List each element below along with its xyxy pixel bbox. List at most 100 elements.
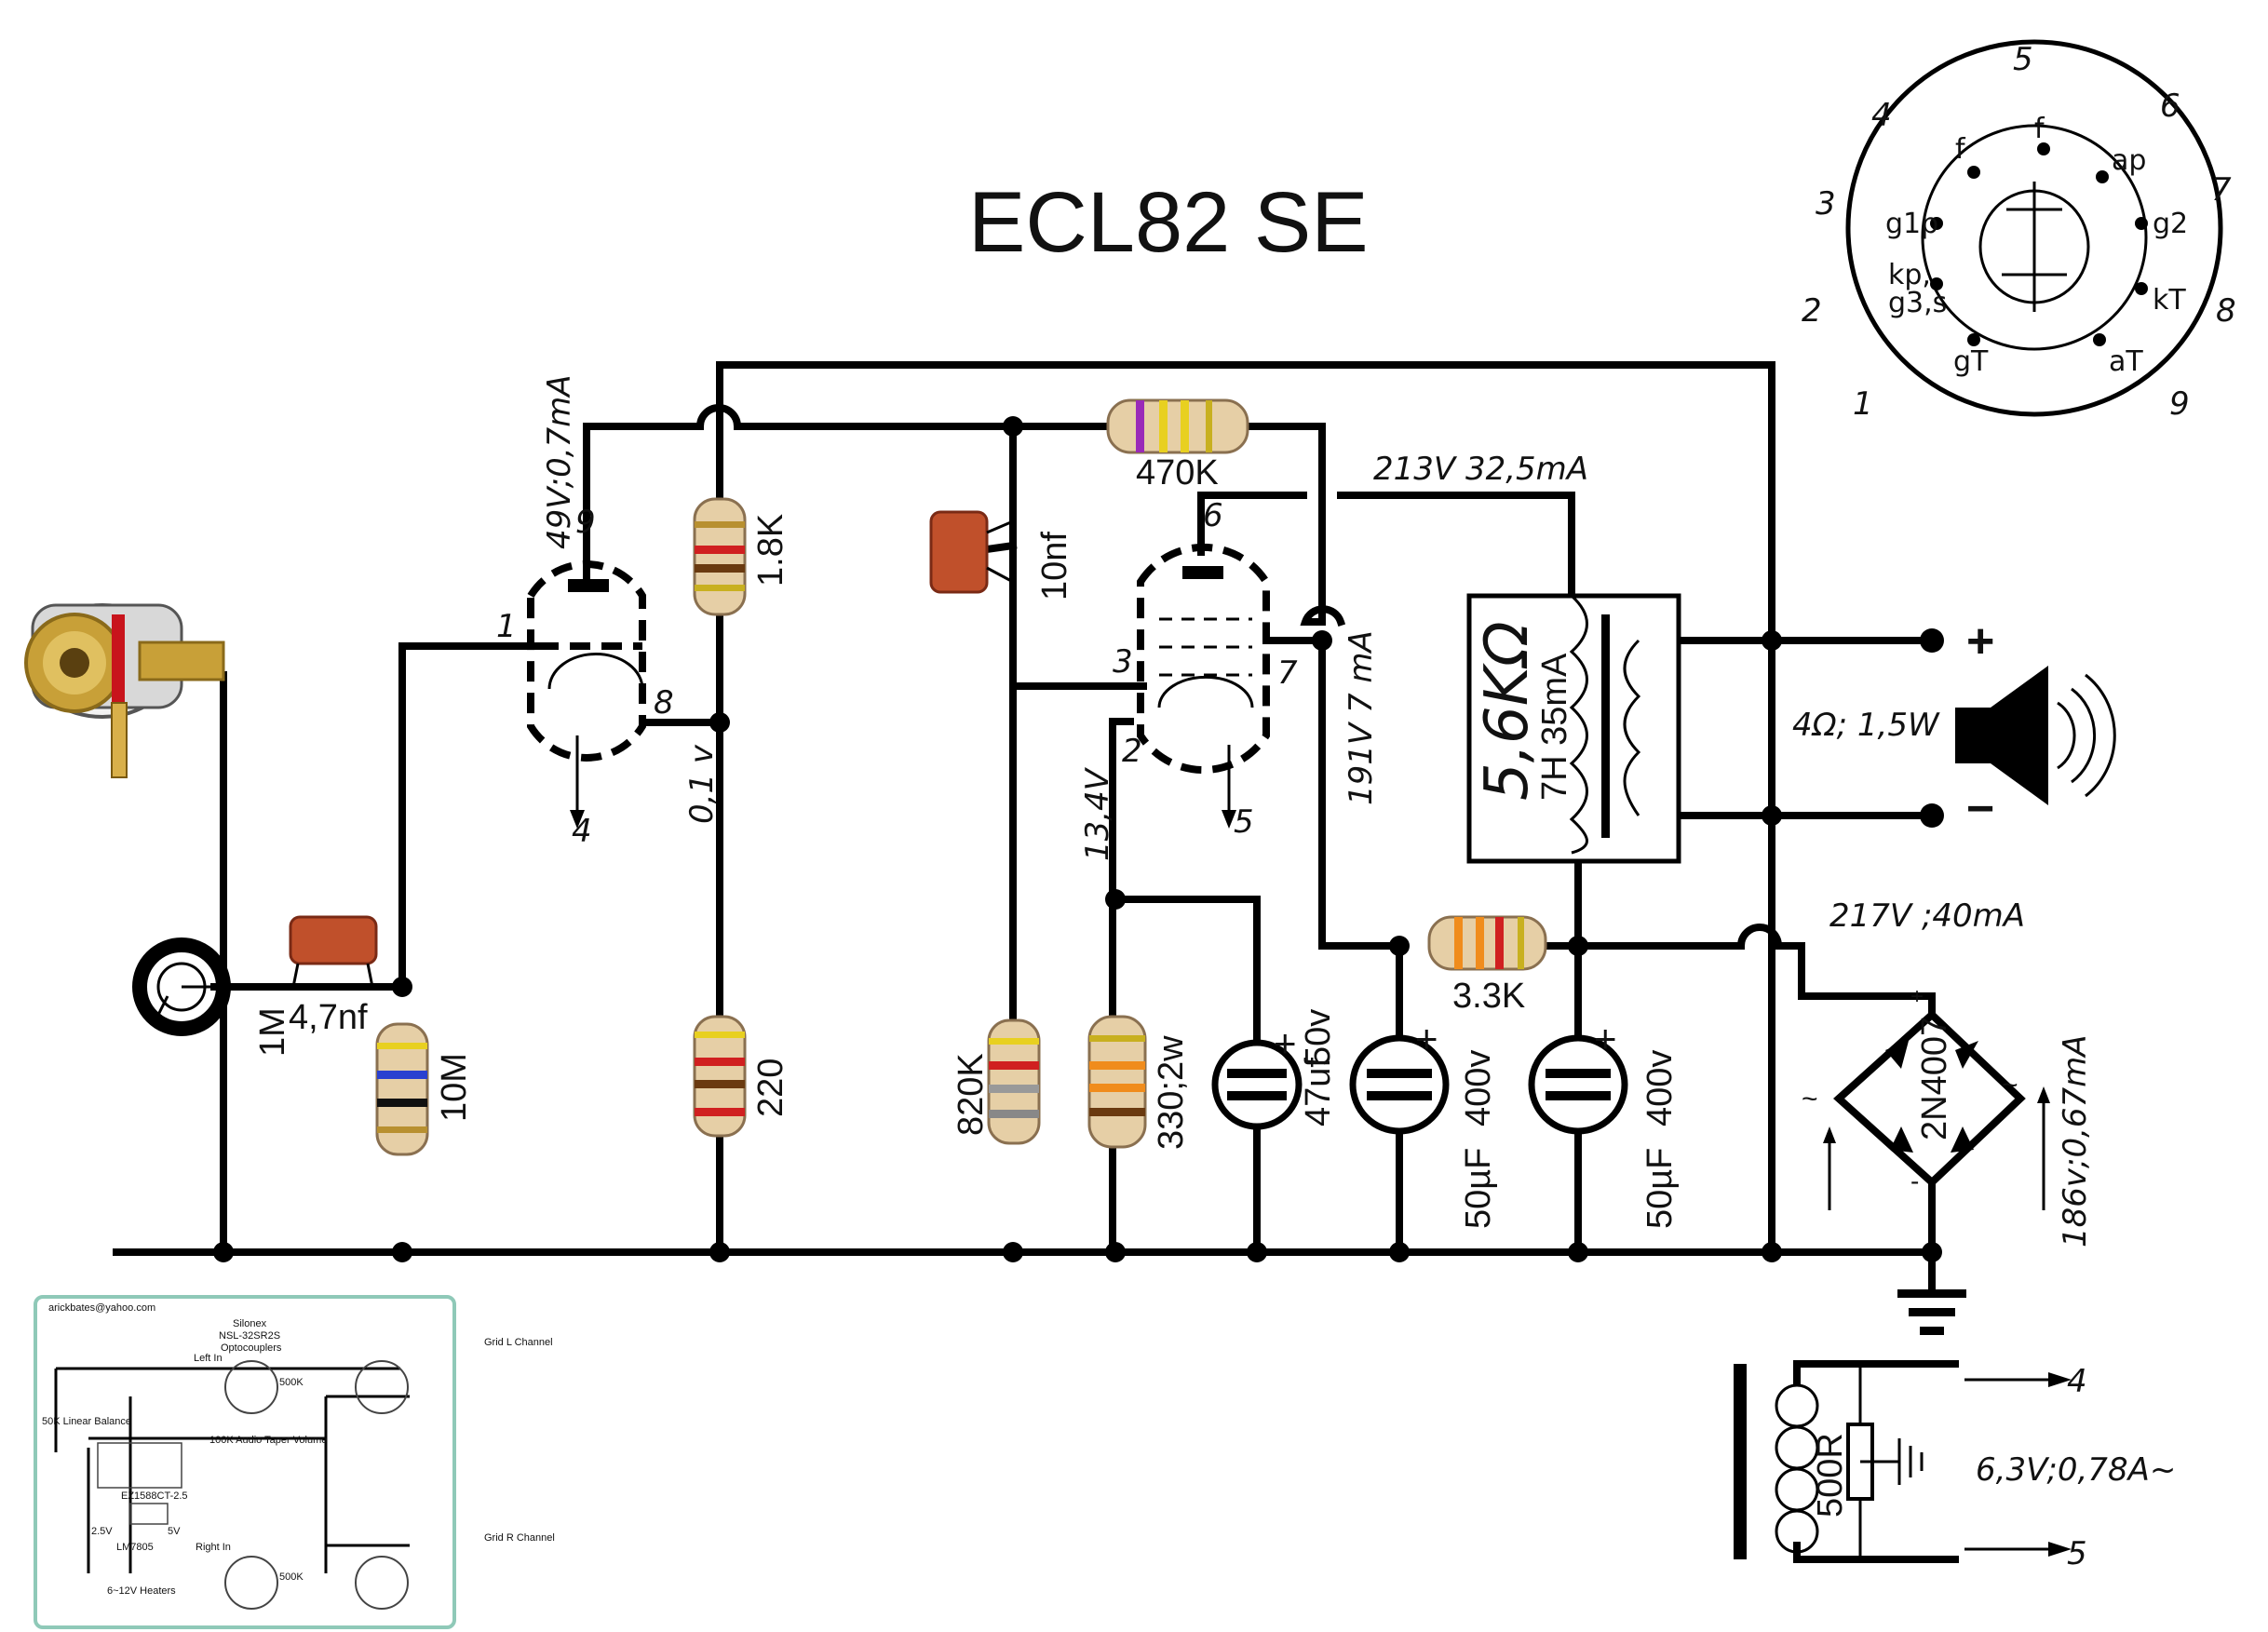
- label-r-3-3k: 3.3K: [1452, 977, 1525, 1016]
- label-heater-r: 500R: [1811, 1433, 1850, 1517]
- annot-triode-plate: 49V;0,7mA: [541, 374, 578, 549]
- resistor-220: [693, 1015, 747, 1138]
- triode-section: [527, 560, 646, 829]
- inset-r500k-b: 500K: [279, 1571, 304, 1583]
- label-r-220: 220: [751, 1059, 790, 1117]
- socket-pin-kp: kp,: [1888, 259, 1931, 291]
- junction-dots: [213, 416, 1942, 1262]
- socket-pin-kt: kT: [2153, 284, 2186, 317]
- resistor-3-3k: [1427, 915, 1547, 971]
- inset-reg: EZ1588CT-2.5: [121, 1490, 188, 1502]
- label-c-4-7nf: 4,7nf: [289, 998, 368, 1037]
- inset-r500k-a: 500K: [279, 1377, 304, 1388]
- inset-title-3: Optocouplers: [221, 1342, 282, 1354]
- label-r-10m: 10M: [435, 1053, 474, 1122]
- pentode-section: [1137, 543, 1270, 829]
- annot-bridge-in: 186v;0,67mA: [2057, 1034, 2094, 1248]
- pin-triode-plate: 9: [575, 504, 596, 541]
- inset-lm: LM7805: [116, 1542, 154, 1553]
- socket-num-9: 9: [2169, 385, 2190, 423]
- pin-triode-heater: 4: [572, 813, 592, 850]
- inset-title-1: Silonex: [233, 1318, 267, 1329]
- socket-pin-g3s: g3,s: [1888, 287, 1947, 319]
- socket-num-2: 2: [1802, 292, 1822, 330]
- label-r-330-2w: 330;2w: [1152, 1035, 1191, 1150]
- label-bridge-diode: 2N4007: [1915, 1017, 1954, 1140]
- pin-triode-grid: 1: [496, 608, 517, 645]
- cap-filter1-plus: +: [1415, 1017, 1438, 1060]
- cap-filter2-plus: +: [1594, 1017, 1617, 1060]
- socket-pin-g2: g2: [2153, 208, 2188, 240]
- socket-num-8: 8: [2216, 292, 2236, 330]
- output-transformer: [1466, 593, 1681, 864]
- label-xfmr-inductance: 7H 35mA: [1535, 653, 1574, 801]
- capacitor-filter-1: +: [1349, 1017, 1450, 1135]
- inset-optocoupler-schematic: [34, 1295, 456, 1629]
- label-c-filter2-a: 50µF: [1640, 1148, 1680, 1229]
- label-c-47uf-b: 50v: [1299, 1009, 1338, 1066]
- label-r-1m: 1M: [253, 1007, 292, 1057]
- pin-pentode-heater: 5: [1234, 803, 1254, 841]
- resistor-470k: [1106, 398, 1249, 454]
- socket-num-6: 6: [2160, 88, 2180, 125]
- pin-triode-cathode: 8: [654, 684, 674, 722]
- annot-pentode-cathode: 13,4V: [1079, 766, 1116, 861]
- inset-heaters: 6~12V Heaters: [107, 1585, 176, 1597]
- rca-input-jack[interactable]: [24, 603, 225, 778]
- label-speaker: 4Ω; 1,5W: [1792, 707, 1940, 744]
- pin-pentode-screen: 7: [1277, 654, 1298, 692]
- resistor-820k: [987, 1018, 1041, 1145]
- resistor-330-2w: [1087, 1015, 1147, 1149]
- socket-pinout: [1845, 39, 2223, 417]
- inset-right-in: Right In: [196, 1542, 231, 1553]
- socket-pin-f1: f: [1955, 133, 1966, 166]
- resistor-10m: [375, 1022, 429, 1156]
- annot-triode-cathode: 0,1 v: [683, 744, 721, 824]
- capacitor-4-7nf: [289, 915, 378, 988]
- speaker-icon: [1920, 628, 2116, 828]
- socket-pin-labels: f f ap g2 kT aT gT kp, g3,s g1p: [1885, 113, 2188, 378]
- capacitor-filter-2: +: [1528, 1017, 1628, 1135]
- inset-balance: 50K Linear Balance: [42, 1416, 131, 1427]
- bridge-minus: -: [1910, 1167, 1919, 1195]
- ground-icon: [1897, 1289, 1966, 1335]
- pin-pentode-grid: 3: [1113, 643, 1133, 681]
- inset-v25: 2.5V: [91, 1526, 113, 1537]
- volume-pot-1m[interactable]: [132, 937, 231, 1036]
- annot-screen: 191V 7 mA: [1343, 630, 1380, 805]
- annot-heater: 6,3V;0,78A~: [1976, 1451, 2176, 1489]
- label-r-470k: 470K: [1136, 453, 1219, 492]
- bridge-ac-left: ~: [1802, 1084, 1818, 1114]
- socket-pin-ap: ap: [2112, 144, 2146, 177]
- heater-transformer: [1734, 1360, 2072, 1563]
- label-c-10nf: 10nf: [1035, 532, 1074, 600]
- schematic-title: ECL82 SE: [968, 175, 1369, 270]
- bridge-rectifier: [1885, 1041, 1978, 1153]
- pin-pentode-cathode: 2: [1122, 733, 1142, 770]
- socket-numbers: 5 6 7 8 9 1 2 3 4: [1802, 41, 2236, 423]
- label-c-47uf-a: 47uf: [1299, 1058, 1338, 1126]
- label-r-820k: 820K: [952, 1053, 991, 1136]
- label-c-filter2-b: 400v: [1640, 1050, 1680, 1126]
- label-c-filter1-a: 50µF: [1459, 1148, 1498, 1229]
- heater-pin-b: 5: [2067, 1535, 2087, 1572]
- speaker-minus: −: [1966, 782, 1994, 836]
- capacitor-10nf: [929, 510, 1014, 594]
- inset-title-2: NSL-32SR2S: [219, 1330, 280, 1342]
- inset-grid-l: Grid L Channel: [484, 1337, 553, 1348]
- inset-left-in: Left In: [194, 1353, 223, 1364]
- pin-pentode-plate: 6: [1203, 497, 1223, 534]
- bridge-plus: +: [1910, 984, 1924, 1009]
- cap-47uf-plus: +: [1274, 1021, 1297, 1065]
- inset-grid-r: Grid R Channel: [484, 1532, 555, 1544]
- heater-pin-a: 4: [2067, 1363, 2087, 1400]
- label-c-filter1-b: 400v: [1459, 1050, 1498, 1126]
- bridge-ac-right: ~: [2002, 1070, 2018, 1100]
- annot-bridge-out: 217V ;40mA: [1829, 897, 2025, 935]
- label-r-1-8k: 1.8K: [751, 514, 790, 587]
- annot-plate-supply: 213V 32,5mA: [1373, 451, 1588, 488]
- capacitor-47uf: +: [1211, 1021, 1303, 1130]
- resistor-1-8k: [693, 497, 747, 616]
- socket-num-3: 3: [1816, 185, 1836, 223]
